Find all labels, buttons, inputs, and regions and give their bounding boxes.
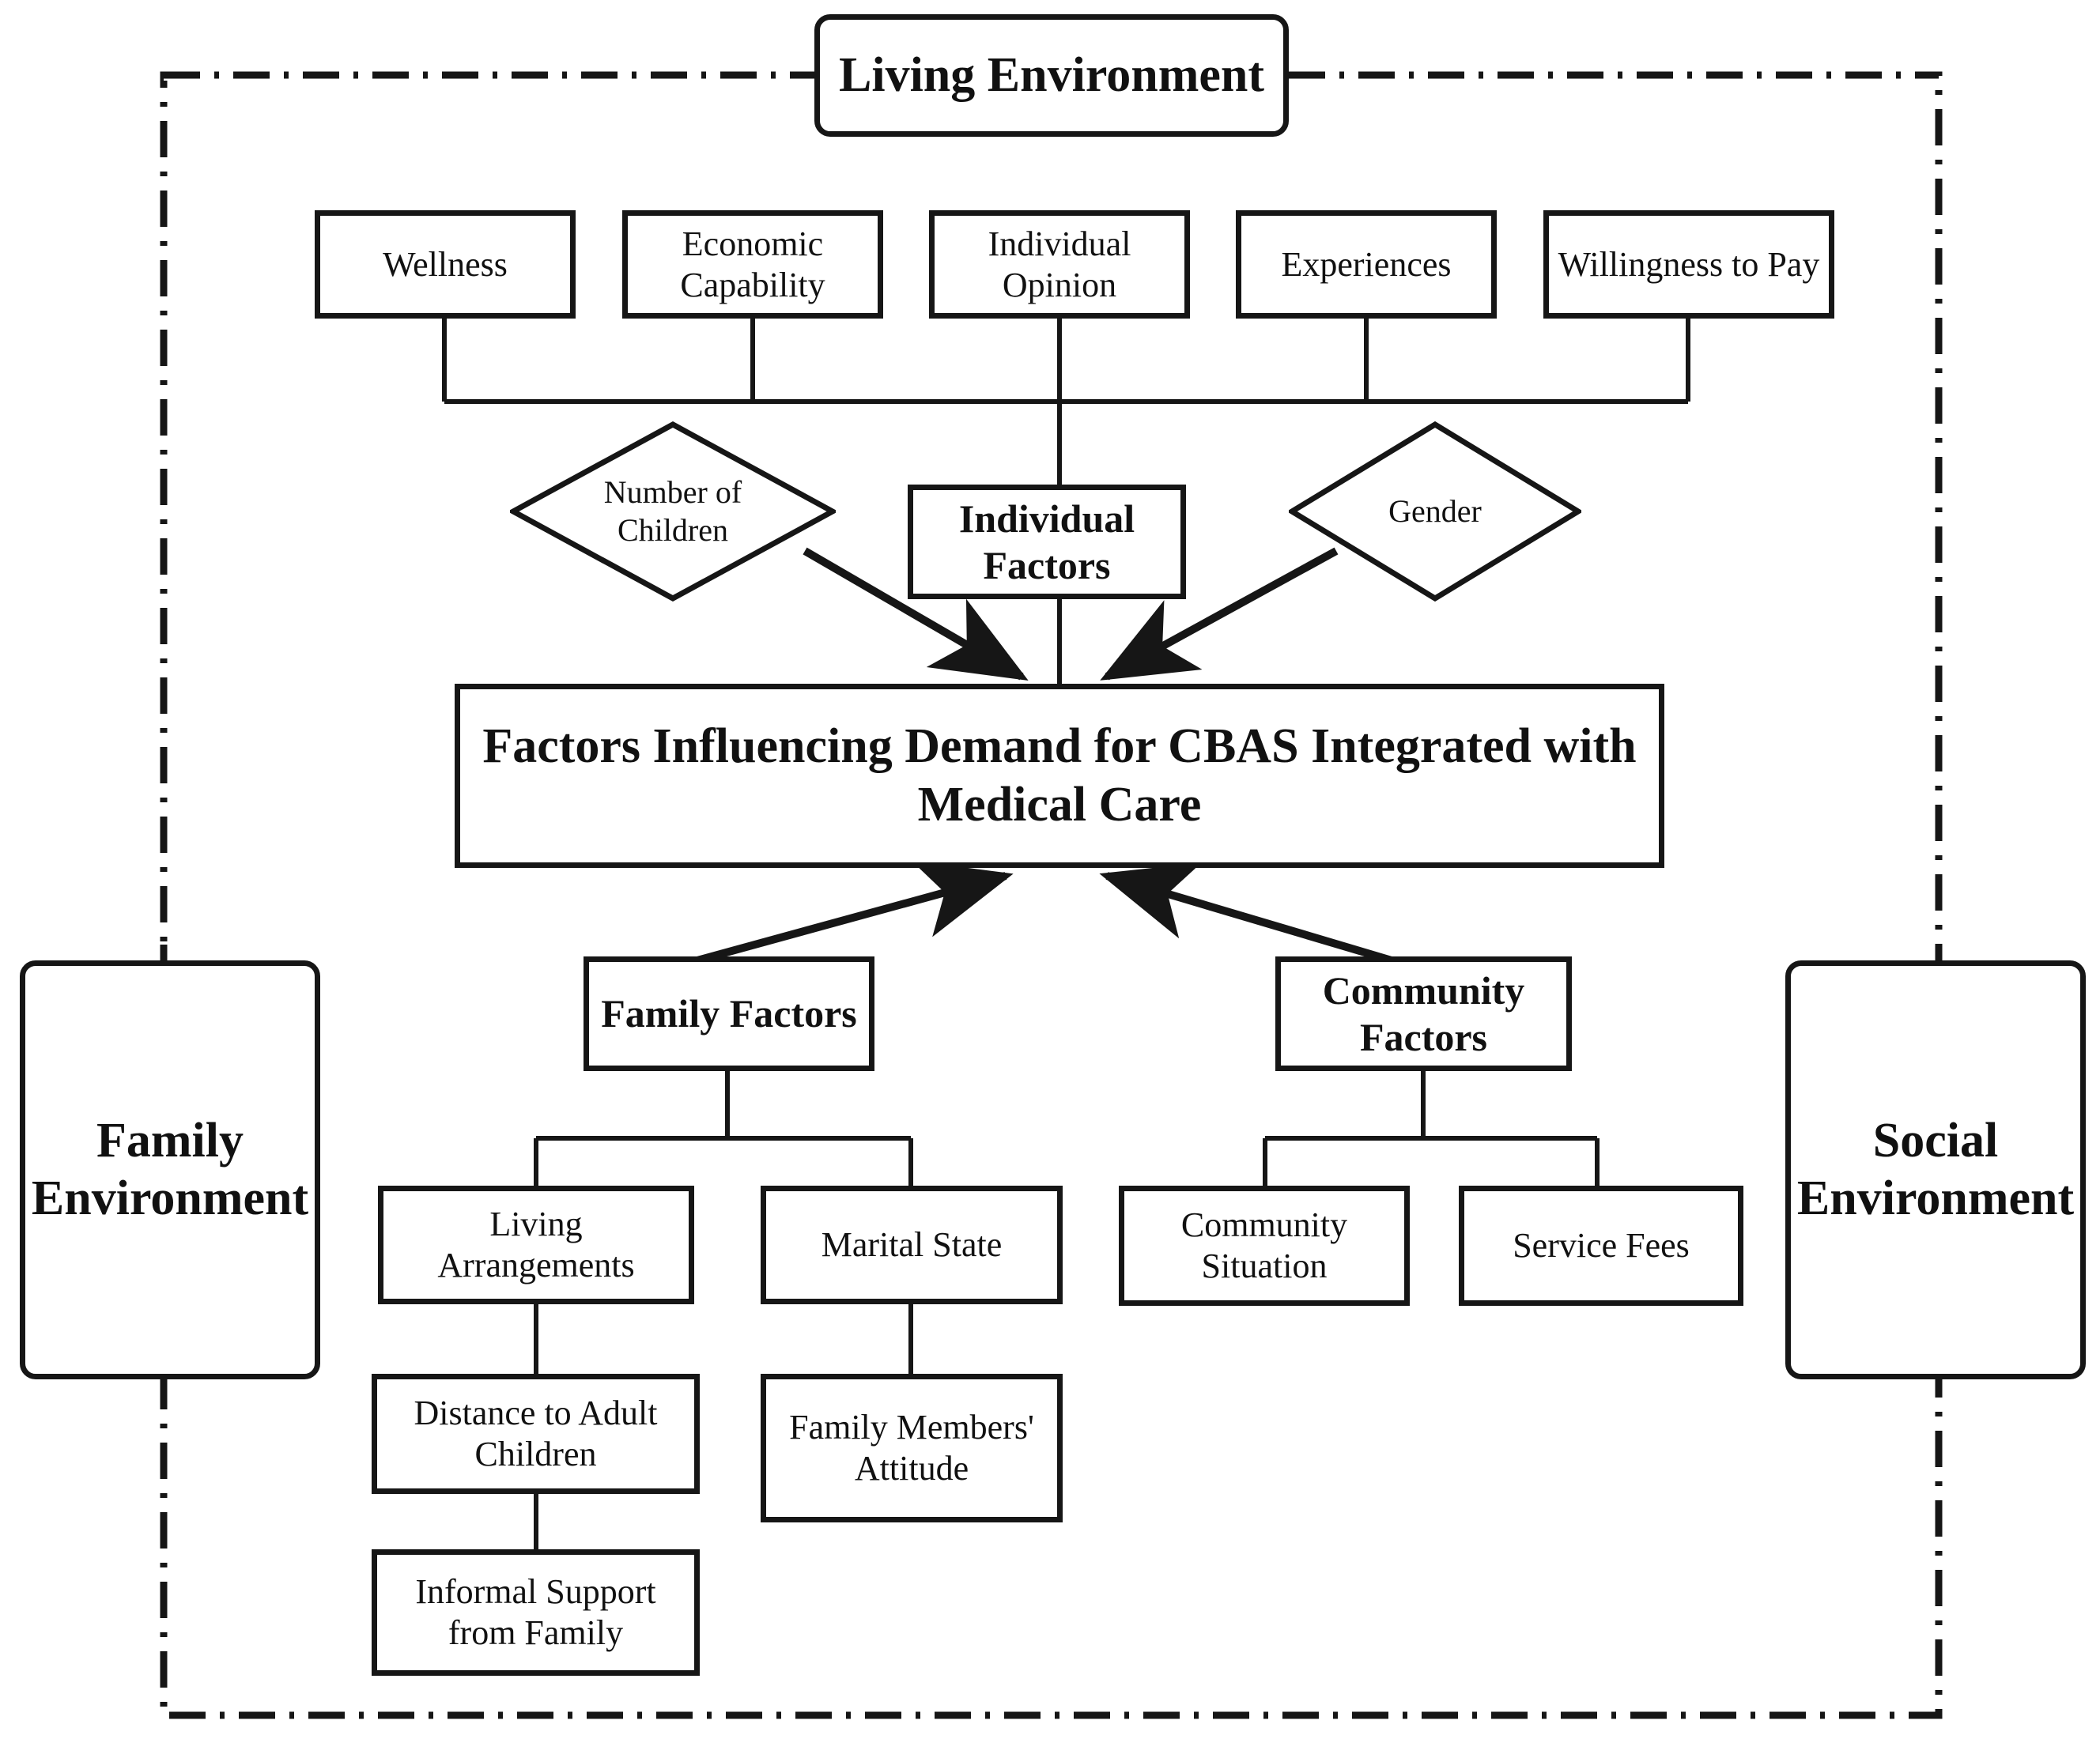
individual-opinion-box: Individual Opinion [929,210,1190,319]
service-fees-label: Service Fees [1513,1226,1690,1266]
number-of-children-label: Number of Children [603,474,742,548]
economic-capability-label: Economic Capability [680,224,825,304]
informal-support-from-family-box: Informal Support from Family [372,1549,700,1676]
gender-label: Gender [1388,493,1482,529]
individual-opinion-label: Individual Opinion [988,224,1131,304]
social-environment-label: Social Environment [1796,1113,2075,1225]
experiences-box: Experiences [1236,210,1497,319]
gender-diamond: Gender [1289,421,1581,602]
wellness-box: Wellness [315,210,576,319]
living-arrangements-box: Living Arrangements [378,1186,694,1304]
community-situation-box: Community Situation [1119,1186,1410,1306]
main-title-box: Factors Influencing Demand for CBAS Inte… [455,684,1664,868]
family-factors-box: Family Factors [584,956,874,1071]
informal-support-from-family-label: Informal Support from Family [415,1572,656,1652]
edge-family-to-main [696,860,1014,964]
marital-state-box: Marital State [761,1186,1063,1304]
willingness-to-pay-box: Willingness to Pay [1543,210,1834,319]
individual-factors-label: Individual Factors [958,496,1135,587]
living-environment-label: Living Environment [838,47,1265,102]
marital-state-label: Marital State [821,1225,1003,1265]
living-arrangements-label: Living Arrangements [437,1205,635,1284]
community-situation-label: Community Situation [1180,1205,1348,1285]
social-environment-box: Social Environment [1785,960,2086,1379]
living-environment-box: Living Environment [814,14,1289,137]
service-fees-box: Service Fees [1459,1186,1743,1306]
individual-factors-box: Individual Factors [908,485,1186,599]
number-of-children-diamond: Number of Children [510,421,836,602]
family-environment-box: Family Environment [20,960,320,1379]
family-members-attitude-label: Family Members' Attitude [789,1408,1034,1488]
main-title-label: Factors Influencing Demand for CBAS Inte… [482,719,1637,832]
wellness-label: Wellness [383,244,508,284]
community-factors-label: Community Factors [1322,968,1525,1059]
family-environment-label: Family Environment [31,1113,309,1225]
willingness-to-pay-label: Willingness to Pay [1558,244,1820,284]
family-members-attitude-box: Family Members' Attitude [761,1374,1063,1522]
distance-to-adult-children-box: Distance to Adult Children [372,1374,700,1494]
family-factors-label: Family Factors [601,991,857,1035]
distance-to-adult-children-label: Distance to Adult Children [414,1394,658,1473]
community-factors-box: Community Factors [1275,956,1572,1071]
experiences-label: Experiences [1281,244,1452,284]
economic-capability-box: Economic Capability [622,210,883,319]
edge-community-to-main [1099,862,1393,964]
